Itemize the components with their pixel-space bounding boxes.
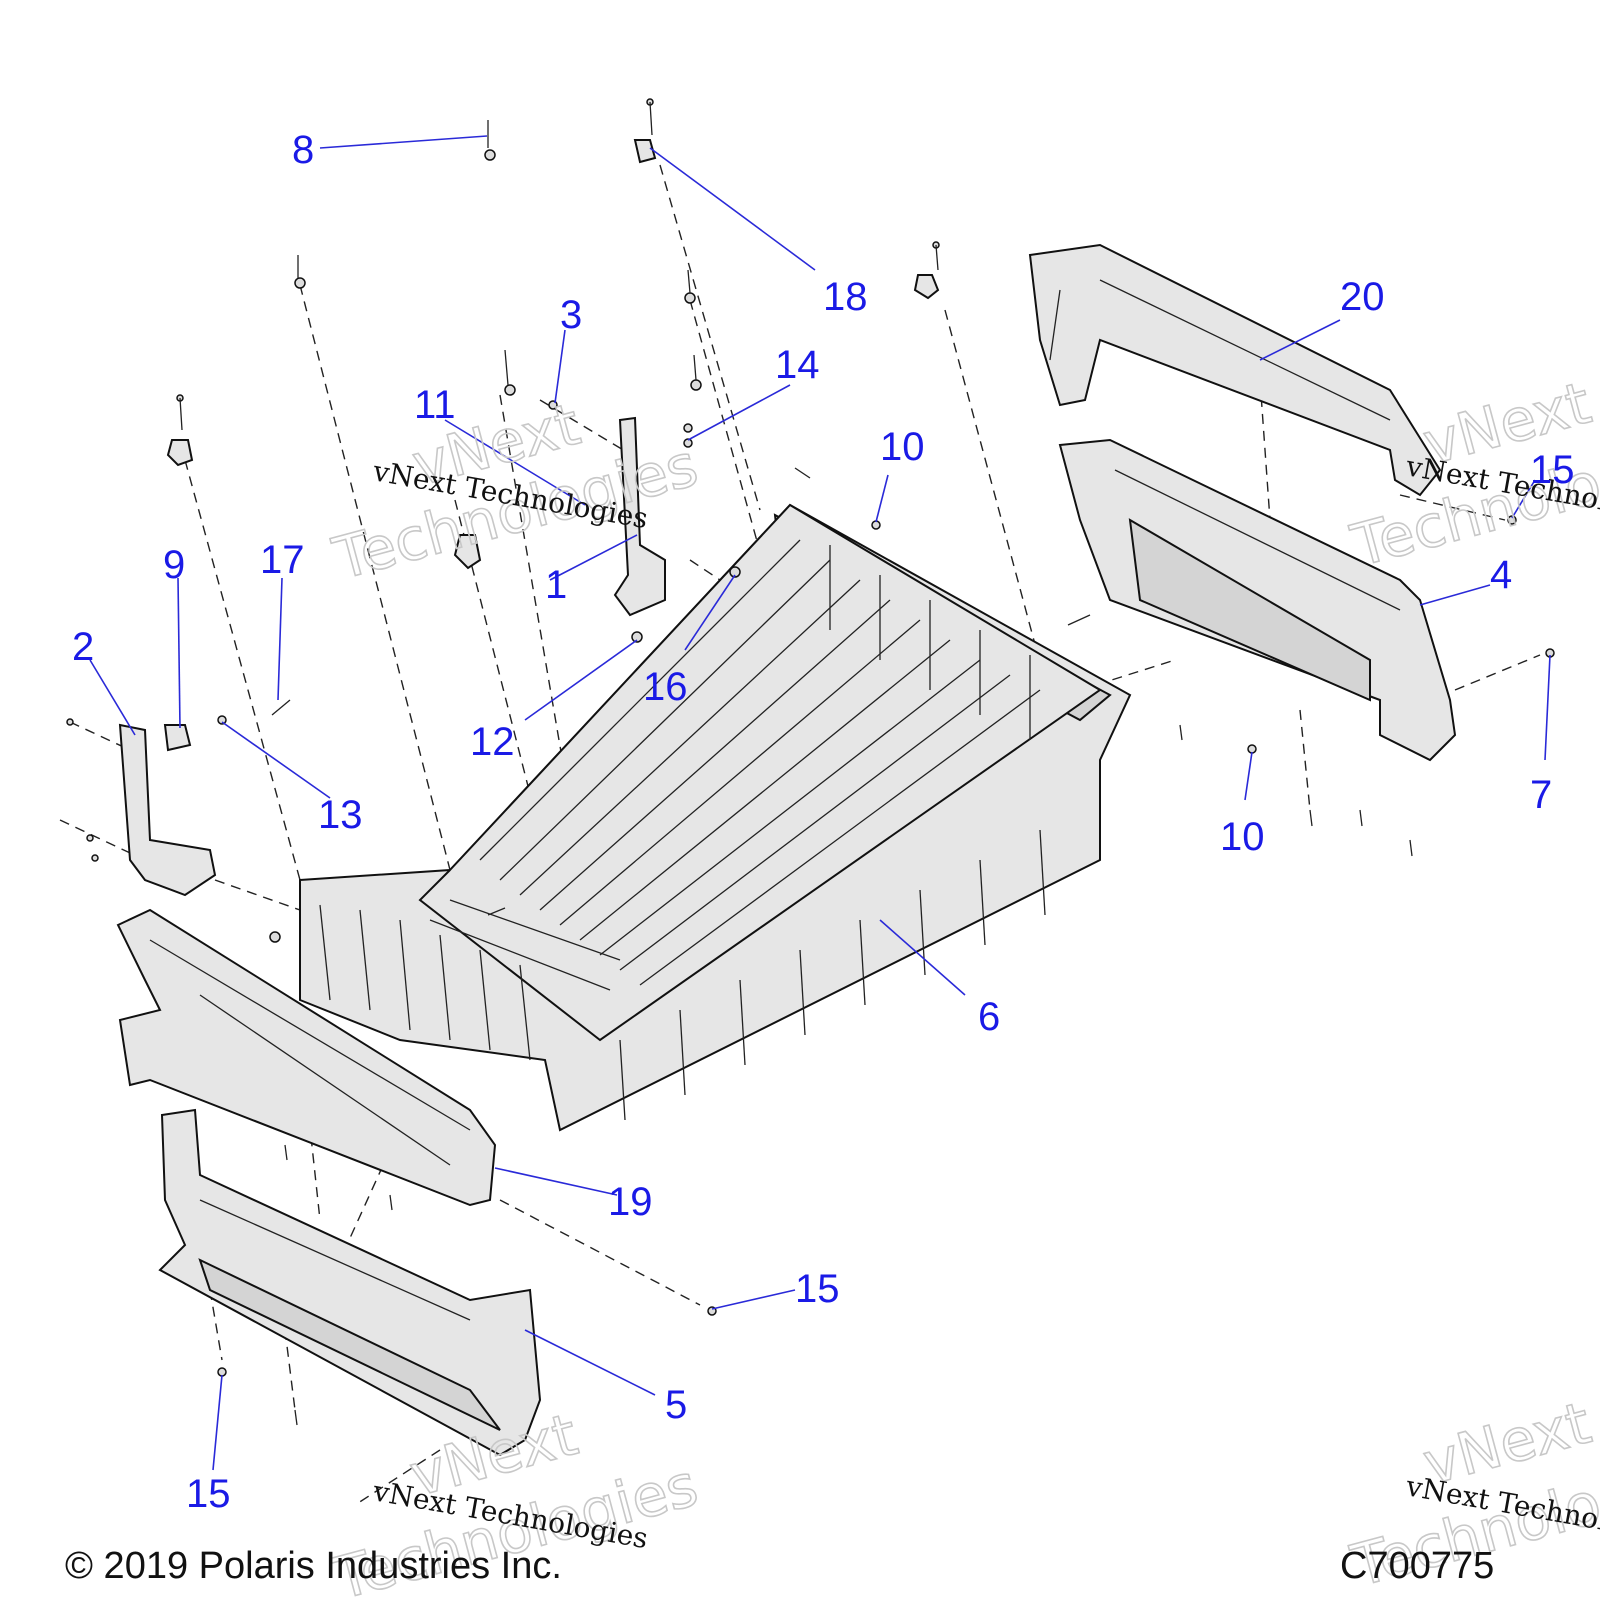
callout-10-upper[interactable]: 10	[880, 425, 925, 469]
drawing-number: C700775	[1340, 1545, 1494, 1587]
callout-11[interactable]: 11	[414, 383, 456, 427]
callout-13[interactable]: 13	[318, 793, 363, 837]
callout-9[interactable]: 9	[163, 543, 185, 587]
callout-12[interactable]: 12	[470, 720, 515, 764]
cargo-box-floor-ribs	[429, 539, 1041, 991]
callout-1[interactable]: 1	[545, 563, 567, 607]
cargo-box-side-ribs	[319, 545, 1046, 1121]
callout-10-lower[interactable]: 10	[1220, 815, 1265, 859]
callout-3[interactable]: 3	[560, 293, 582, 337]
fasteners	[66, 98, 1555, 1426]
callout-20[interactable]: 20	[1340, 275, 1385, 319]
callout-2[interactable]: 2	[72, 625, 94, 669]
callout-8[interactable]: 8	[292, 128, 314, 172]
copyright-text: © 2019 Polaris Industries Inc.	[65, 1545, 562, 1587]
callout-15-right[interactable]: 15	[1530, 448, 1575, 492]
leader-lines	[89, 135, 1551, 1471]
lower-front-panel	[158, 1108, 542, 1457]
callout-17[interactable]: 17	[260, 538, 305, 582]
callout-18[interactable]: 18	[823, 275, 868, 319]
rear-panel	[1058, 438, 1457, 762]
callout-4[interactable]: 4	[1490, 553, 1512, 597]
callout-6[interactable]: 6	[978, 995, 1000, 1039]
callout-15-middle[interactable]: 15	[795, 1267, 840, 1311]
rear-rail	[1028, 243, 1442, 497]
cargo-box	[299, 503, 1132, 1132]
callout-5[interactable]: 5	[665, 1383, 687, 1427]
front-rail	[116, 908, 497, 1207]
callout-15-left[interactable]: 15	[186, 1472, 231, 1516]
callout-14[interactable]: 14	[775, 343, 820, 387]
callout-19[interactable]: 19	[608, 1180, 653, 1224]
callouts: 1 2 3 4 5 6 7 8 9 10 10 11 12 13 14 15 1…	[72, 128, 1575, 1516]
brackets	[118, 139, 940, 897]
callout-7[interactable]: 7	[1530, 773, 1552, 817]
callout-16[interactable]: 16	[643, 665, 688, 709]
